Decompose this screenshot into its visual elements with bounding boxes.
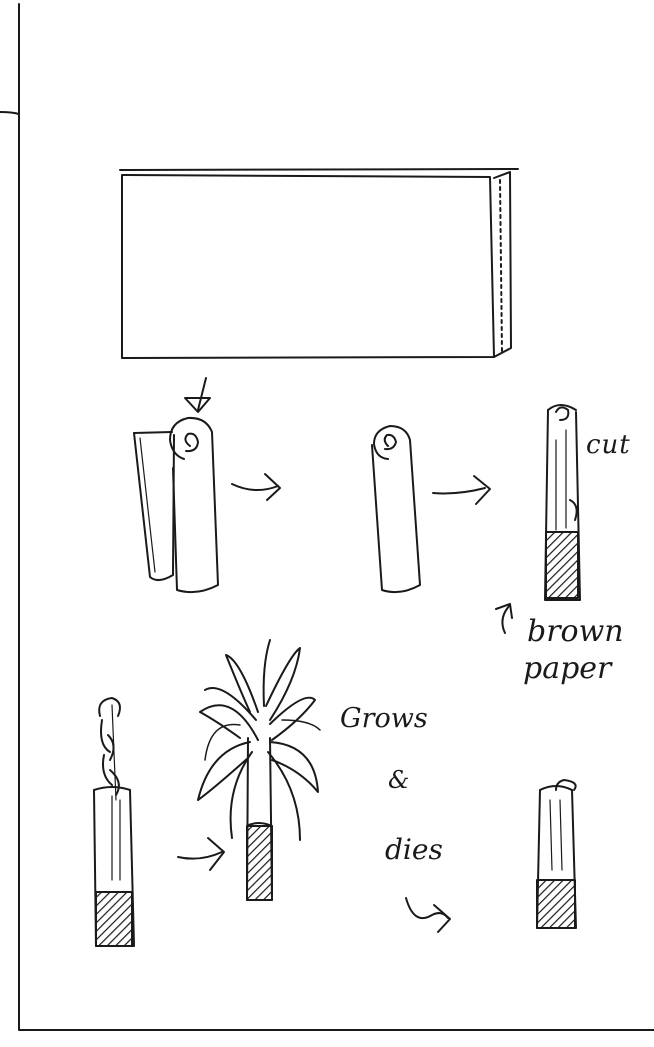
fringed-roll: [94, 698, 134, 946]
brown-label: brown: [527, 617, 624, 647]
and-label: &: [388, 768, 409, 792]
down-arrow: [185, 378, 210, 412]
right-arrow: [178, 838, 224, 870]
grows-label: Grows: [340, 705, 428, 732]
right-arrow: [232, 474, 280, 500]
cut-label: cut: [586, 432, 631, 458]
paper-label: paper: [523, 654, 611, 684]
dies-label: dies: [385, 836, 443, 864]
newspaper-sheet: [120, 169, 518, 358]
single-roll: [372, 426, 420, 592]
right-arrow: [433, 476, 490, 504]
final-roll: [537, 780, 576, 928]
cut-roll-with-brown-paper: [545, 405, 580, 600]
hook-arrow: [406, 898, 450, 932]
pointer-arrow: [496, 604, 512, 633]
rolled-paper-pair: [134, 418, 218, 592]
